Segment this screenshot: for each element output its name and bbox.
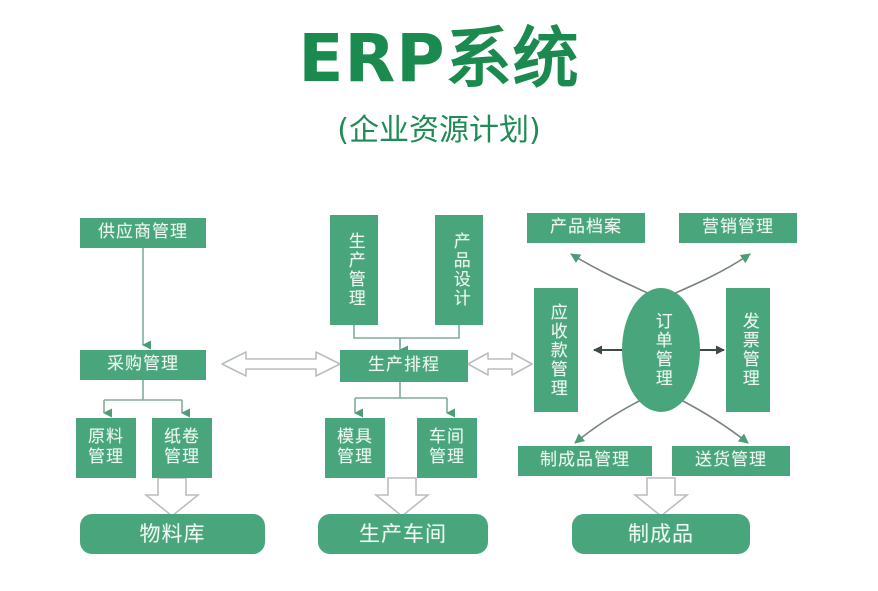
wire-schedule-branch [355, 382, 447, 399]
node-workshop-management[interactable]: 车间 管理 [417, 418, 477, 478]
node-marketing-management[interactable]: 营销管理 [679, 213, 797, 243]
node-production-management[interactable]: 生产管理 [330, 215, 378, 325]
node-product-design[interactable]: 产品设计 [435, 215, 483, 325]
node-raw-material-management[interactable]: 原料 管理 [76, 418, 136, 478]
node-production-schedule[interactable]: 生产排程 [340, 350, 468, 382]
wire-order-to-finished-goods [574, 399, 642, 444]
page-title: ERP系统 [298, 20, 580, 97]
node-mold-management[interactable]: 模具 管理 [325, 418, 385, 478]
double-arrow-purchase-schedule [221, 351, 341, 377]
block-arrow-to-finished-products [632, 477, 690, 518]
node-paper-roll-management[interactable]: 纸卷 管理 [152, 418, 212, 478]
wire-production-join [353, 325, 460, 347]
node-delivery-management[interactable]: 送货管理 [672, 446, 790, 476]
wire-purchase-branch [104, 380, 182, 401]
double-arrow-schedule-receivables [467, 352, 533, 376]
node-order-management[interactable]: 订单管理 [622, 288, 700, 412]
node-finished-goods-management[interactable]: 制成品管理 [518, 446, 652, 476]
node-production-workshop[interactable]: 生产车间 [318, 514, 488, 554]
node-purchase-management[interactable]: 采购管理 [80, 350, 206, 380]
page-subtitle: (企业资源计划) [337, 113, 541, 148]
block-arrow-to-material-warehouse [143, 477, 201, 518]
node-finished-products[interactable]: 制成品 [572, 514, 750, 554]
node-material-warehouse[interactable]: 物料库 [80, 514, 265, 554]
node-receivables-management[interactable]: 应收款管理 [534, 288, 578, 412]
node-invoice-management[interactable]: 发票管理 [726, 288, 770, 412]
node-supplier-management[interactable]: 供应商管理 [80, 218, 206, 248]
block-arrow-to-production-workshop [373, 477, 431, 518]
node-product-archive[interactable]: 产品档案 [527, 213, 645, 243]
